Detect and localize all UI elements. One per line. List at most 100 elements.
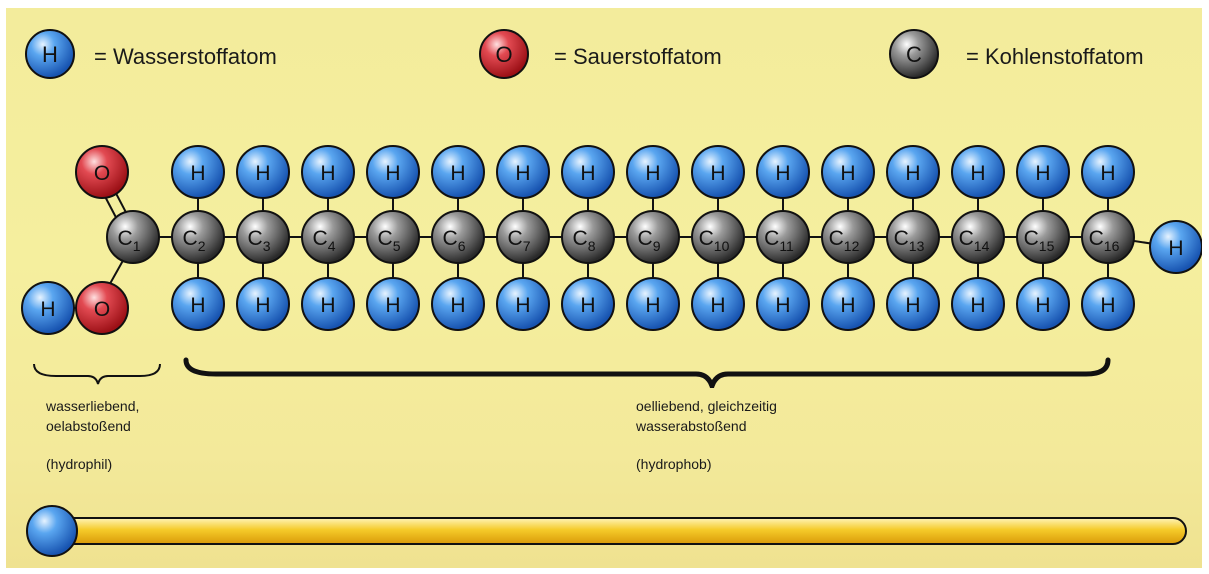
hydrogen-top-6: H <box>431 145 485 199</box>
oxygen-carbonyl: O <box>75 145 129 199</box>
hydrogen-top-15-sphere <box>1016 145 1070 199</box>
oxygen-hydroxyl-sphere <box>75 281 129 335</box>
hydrogen-top-3-sphere <box>236 145 290 199</box>
carbon-12-index: 12 <box>844 238 860 254</box>
legend-oxygen-label: = Sauerstoffatom <box>554 44 722 69</box>
hydrogen-top-9: H <box>626 145 680 199</box>
hydrophilic-head <box>26 505 78 557</box>
hydrogen-top-6-label: H <box>450 162 465 185</box>
hydrogen-top-10: H <box>691 145 745 199</box>
carbon-11-index: 11 <box>779 238 794 254</box>
carbon-8-sphere <box>561 210 615 264</box>
legend-hydrogen-label: = Wasserstoffatom <box>94 44 277 69</box>
hydrogen-bottom-6-sphere <box>431 277 485 331</box>
hydrogen-bottom-7-sphere <box>496 277 550 331</box>
carbon-10-sphere <box>691 210 745 264</box>
hydrogen-hydroxyl-label: H <box>40 298 55 321</box>
carbon-13-index: 13 <box>909 238 925 254</box>
hydrogen-bottom-13-sphere <box>886 277 940 331</box>
legend-hydrogen-symbol: H <box>42 42 58 67</box>
carbon-14: C14 <box>951 210 1005 264</box>
hydrogen-top-9-label: H <box>645 162 660 185</box>
hydrogen-bottom-10-label: H <box>710 294 725 317</box>
hydrogen-top-8-label: H <box>580 162 595 185</box>
hydrogen-bottom-15: H <box>1016 277 1070 331</box>
oxygen-carbonyl-sphere <box>75 145 129 199</box>
carbon-3-sphere <box>236 210 290 264</box>
hydrogen-bottom-12-label: H <box>840 294 855 317</box>
carbon-16-index: 16 <box>1104 238 1120 254</box>
hydrogen-top-12-sphere <box>821 145 875 199</box>
hydrogen-bottom-13: H <box>886 277 940 331</box>
hydrophob-brace <box>183 357 1111 388</box>
carbon-9-index: 9 <box>653 238 661 254</box>
hydrogen-bottom-12: H <box>821 277 875 331</box>
hydrophob-term: (hydrophob) <box>636 456 712 472</box>
carbon-16: C16 <box>1081 210 1135 264</box>
carbon-12: C12 <box>821 210 875 264</box>
hydrogen-top-13-sphere <box>886 145 940 199</box>
hydrogen-bottom-9-sphere <box>626 277 680 331</box>
hydrogen-bottom-11-sphere <box>756 277 810 331</box>
hydrogen-bottom-11: H <box>756 277 810 331</box>
carbon-9-sphere <box>626 210 680 264</box>
hydrogen-top-2-label: H <box>190 162 205 185</box>
legend-carbon-icon: C <box>889 29 939 79</box>
carbon-12-sphere <box>821 210 875 264</box>
carbon-14-index: 14 <box>974 238 990 254</box>
simplified-model <box>26 505 1187 557</box>
hydrogen-bottom-8-label: H <box>580 294 595 317</box>
carbon-3: C3 <box>236 210 290 264</box>
hydrogen-bottom-8: H <box>561 277 615 331</box>
oxygen-hydroxyl: O <box>75 281 129 335</box>
carbon-1-index: 1 <box>133 238 141 254</box>
hydrogen-top-8-sphere <box>561 145 615 199</box>
hydrogen-top-4-sphere <box>301 145 355 199</box>
hydrogen-top-9-sphere <box>626 145 680 199</box>
carbon-15: C15 <box>1016 210 1070 264</box>
hydrogen-top-6-sphere <box>431 145 485 199</box>
hydrogen-top-13: H <box>886 145 940 199</box>
carbon-8: C8 <box>561 210 615 264</box>
carbon-7-sphere <box>496 210 550 264</box>
hydrophobic-tail <box>41 517 1187 545</box>
legend-carbon-symbol: C <box>906 42 922 67</box>
carbon-16-sphere <box>1081 210 1135 264</box>
hydrogen-top-11-sphere <box>756 145 810 199</box>
carbon-15-index: 15 <box>1039 238 1055 254</box>
hydrogen-bottom-15-label: H <box>1035 294 1050 317</box>
carbon-1: C1 <box>106 210 160 264</box>
hydrogen-bottom-6: H <box>431 277 485 331</box>
hydrogen-top-7: H <box>496 145 550 199</box>
carbon-5-sphere <box>366 210 420 264</box>
hydrogen-bottom-16: H <box>1081 277 1135 331</box>
hydrogen-hydroxyl: H <box>21 281 75 335</box>
carbon-4: C4 <box>301 210 355 264</box>
hydrogen-bottom-14-sphere <box>951 277 1005 331</box>
carbon-7-index: 7 <box>523 238 531 254</box>
hydrogen-top-15: H <box>1016 145 1070 199</box>
hydrogen-bottom-12-sphere <box>821 277 875 331</box>
hydrogen-top-12-label: H <box>840 162 855 185</box>
hydrogen-top-5: H <box>366 145 420 199</box>
hydrogen-top-4: H <box>301 145 355 199</box>
hydrogen-top-16: H <box>1081 145 1135 199</box>
hydrogen-bottom-11-label: H <box>775 294 790 317</box>
carbon-6: C6 <box>431 210 485 264</box>
carbon-3-index: 3 <box>263 238 271 254</box>
hydrogen-bottom-2-sphere <box>171 277 225 331</box>
hydrophil-description-line1: wasserliebend, <box>46 398 140 414</box>
oxygen-hydroxyl-label: O <box>94 298 110 321</box>
carbon-11-sphere <box>756 210 810 264</box>
hydrogen-top-16-label: H <box>1100 162 1115 185</box>
hydrogen-bottom-4-sphere <box>301 277 355 331</box>
hydrogen-bottom-10: H <box>691 277 745 331</box>
hydrogen-bottom-6-label: H <box>450 294 465 317</box>
hydrophob-description-line2: wasserabstoßend <box>636 418 747 434</box>
carbon-6-sphere <box>431 210 485 264</box>
hydrogen-top-5-label: H <box>385 162 400 185</box>
hydrogen-top-16-sphere <box>1081 145 1135 199</box>
hydrophob-description-line1: oelliebend, gleichzeitig <box>636 398 777 414</box>
hydrogen-bottom-3: H <box>236 277 290 331</box>
